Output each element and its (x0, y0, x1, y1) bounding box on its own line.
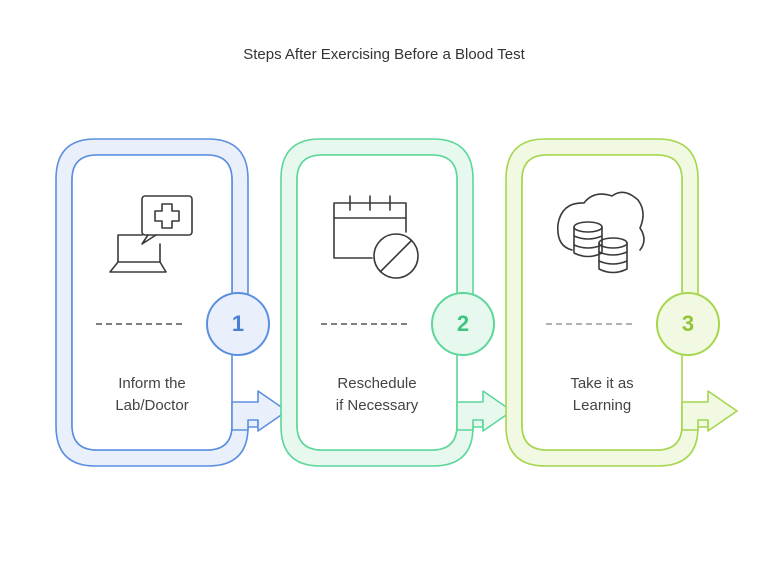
step-2-arrow (456, 390, 513, 432)
laptop-medical-chat-icon (109, 195, 193, 273)
step-3-inner-panel (521, 154, 683, 451)
diagram-title: Steps After Exercising Before a Blood Te… (243, 46, 525, 63)
step-2-inner-panel (296, 154, 458, 451)
step-1-number-circle (206, 292, 270, 356)
step-2-number: 2 (456, 311, 470, 336)
cloud-database-icon (556, 191, 645, 274)
step-3-label: Take it as Learning (527, 373, 677, 417)
step-2-label-line-1: Reschedule (337, 375, 417, 392)
step-3-label-line-2: Learning (572, 397, 632, 414)
step-1-number: 1 (231, 311, 245, 336)
step-1-label: Inform the Lab/Doctor (77, 373, 227, 417)
step-2-label: Reschedule if Necessary (302, 373, 452, 417)
calendar-cancel-icon (333, 195, 419, 279)
step-3-number: 3 (681, 311, 695, 336)
step-3-label-line-1: Take it as (570, 375, 634, 392)
step-3-number-circle (656, 292, 720, 356)
step-1-label-line-1: Inform the (118, 375, 186, 392)
step-1-label-line-2: Lab/Doctor (115, 397, 189, 414)
step-2-label-line-2: if Necessary (335, 397, 419, 414)
step-2-number-circle (431, 292, 495, 356)
step-1-arrow (231, 390, 288, 432)
step-3-arrow (681, 390, 738, 432)
